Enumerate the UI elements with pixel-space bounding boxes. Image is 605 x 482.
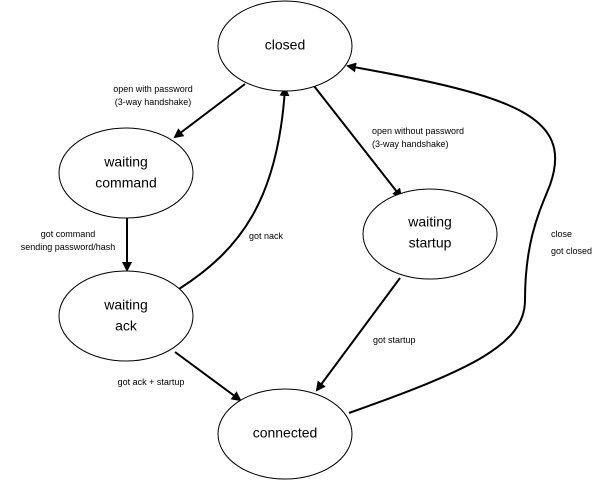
state-waiting-ack-line-2: ack <box>115 318 138 334</box>
state-waiting-command-line-1: waiting <box>103 154 148 170</box>
label-got-ack-startup: got ack + startup <box>118 377 185 387</box>
label-got-startup: got startup <box>373 335 416 345</box>
state-connected: connected <box>217 388 353 480</box>
state-waiting-command-line-2: command <box>95 175 156 191</box>
edge-waiting-ack-to-connected <box>174 351 242 402</box>
label-got-command-line-2: sending password/hash <box>21 242 116 252</box>
edge-connected-to-closed <box>346 62 556 414</box>
label-got-nack: got nack <box>249 231 284 241</box>
state-connected-label: connected <box>253 425 318 441</box>
edge-closed-to-waiting-command <box>173 83 246 139</box>
state-closed-label: closed <box>265 37 305 53</box>
label-close-line-1: close <box>551 229 572 239</box>
edge-waiting-startup-to-connected <box>315 277 401 392</box>
label-got-command-line-1: got command <box>41 229 96 239</box>
state-waiting-startup-line-1: waiting <box>407 214 452 230</box>
label-open-with-password-line-2: (3-way handshake) <box>115 97 192 107</box>
edge-waiting-ack-to-closed <box>178 86 290 290</box>
label-open-without-password-line-1: open without password <box>372 126 464 136</box>
label-close-line-2: got closed <box>551 246 592 256</box>
state-waiting-command: waiting command <box>58 127 194 219</box>
edge-closed-to-waiting-startup <box>313 85 403 199</box>
label-open-with-password-line-1: open with password <box>113 84 193 94</box>
state-waiting-ack: waiting ack <box>58 270 194 362</box>
state-waiting-ack-line-1: waiting <box>103 297 148 313</box>
state-closed: closed <box>217 0 353 92</box>
label-open-without-password-line-2: (3-way handshake) <box>372 139 449 149</box>
state-waiting-startup: waiting startup <box>362 188 498 280</box>
state-waiting-startup-line-2: startup <box>409 235 452 251</box>
